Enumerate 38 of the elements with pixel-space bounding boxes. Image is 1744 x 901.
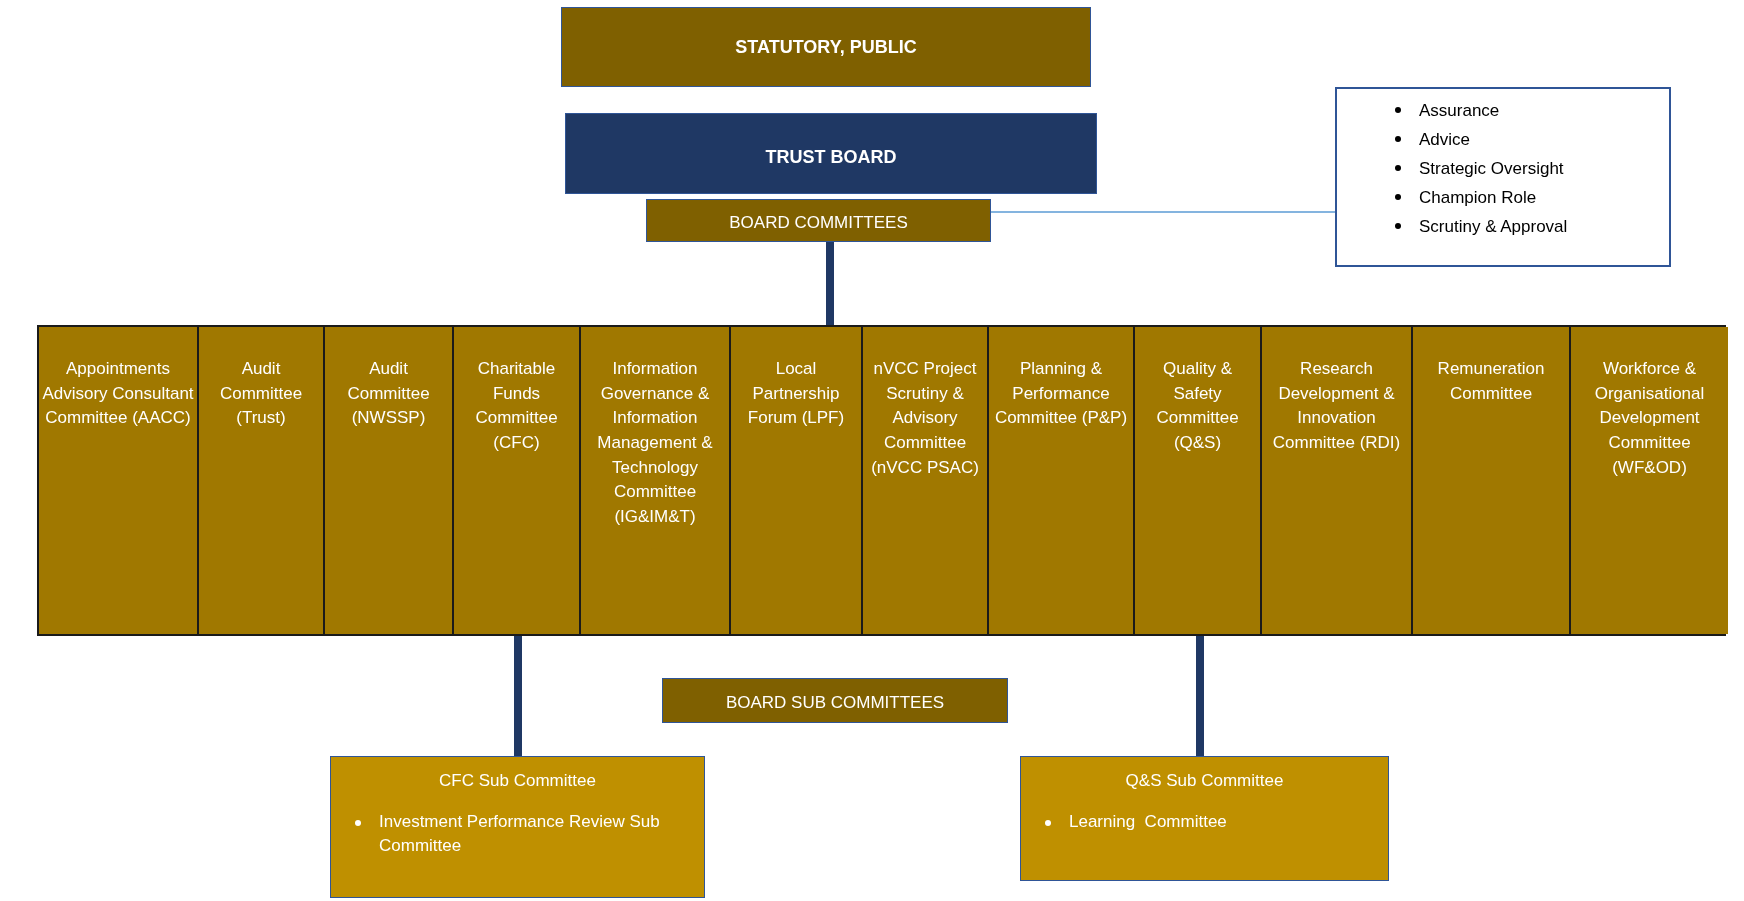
subcommittee-box xyxy=(1020,756,1389,881)
connector-line xyxy=(514,634,522,756)
box-title: Q&S Sub Committee xyxy=(1124,770,1285,792)
committee-cell xyxy=(1569,327,1728,634)
bullet-item: Strategic Oversight xyxy=(1419,158,1564,178)
committee-name: Research Development & Innovation Committee (RDI) xyxy=(1271,358,1402,454)
board-box xyxy=(565,113,1097,194)
subcommittee-box xyxy=(330,756,705,898)
bullet-item: Learning Committee xyxy=(1069,811,1227,831)
committees-banner xyxy=(646,199,991,242)
connector-line xyxy=(990,211,1336,213)
box-title: CFC Sub Committee xyxy=(438,770,597,792)
bullet-item: Advice xyxy=(1419,129,1471,149)
committee-name: Audit Committee (Trust) xyxy=(218,358,304,430)
box-title: TRUST BOARD xyxy=(764,146,898,169)
remit-box xyxy=(1335,87,1671,267)
committee-name: Appointments Advisory Consultant Committee (AACC) xyxy=(42,358,194,430)
box-title: BOARD SUB COMMITTEES xyxy=(724,692,946,714)
title-box xyxy=(561,7,1091,87)
committee-name: Audit Committee (NWSSP) xyxy=(346,358,431,430)
committee-name: Information Governance & Information Management & Technology Committee (IG&IM&T) xyxy=(596,358,714,528)
committee-table xyxy=(37,325,1726,636)
bullet-item: Champion Role xyxy=(1419,187,1537,207)
subcommittees-banner xyxy=(662,678,1008,723)
committee-name: Charitable Funds Committee (CFC) xyxy=(474,358,559,454)
committee-name: Planning & Performance Committee (P&P) xyxy=(993,358,1129,430)
connector-line xyxy=(1196,634,1204,756)
committee-name: Workforce & Organisational Development Committee (WF&OD) xyxy=(1593,358,1706,479)
committee-name: Quality & Safety Committee (Q&S) xyxy=(1155,358,1240,454)
committee-name: nVCC Project Scrutiny & Advisory Committee (nVCC PSAC) xyxy=(870,358,980,479)
connector-line xyxy=(826,242,834,325)
bullet-item: Investment Performance Review Sub Committee xyxy=(379,811,661,856)
bullet-item: Assurance xyxy=(1419,101,1500,120)
box-title: STATUTORY, PUBLIC xyxy=(734,36,918,59)
committee-name: Remuneration Committee xyxy=(1436,358,1546,405)
box-title: BOARD COMMITTEES xyxy=(728,212,909,234)
committee-name: Local Partnership Forum (LPF) xyxy=(746,358,846,430)
bullet-item: Scrutiny & Approval xyxy=(1419,216,1568,236)
